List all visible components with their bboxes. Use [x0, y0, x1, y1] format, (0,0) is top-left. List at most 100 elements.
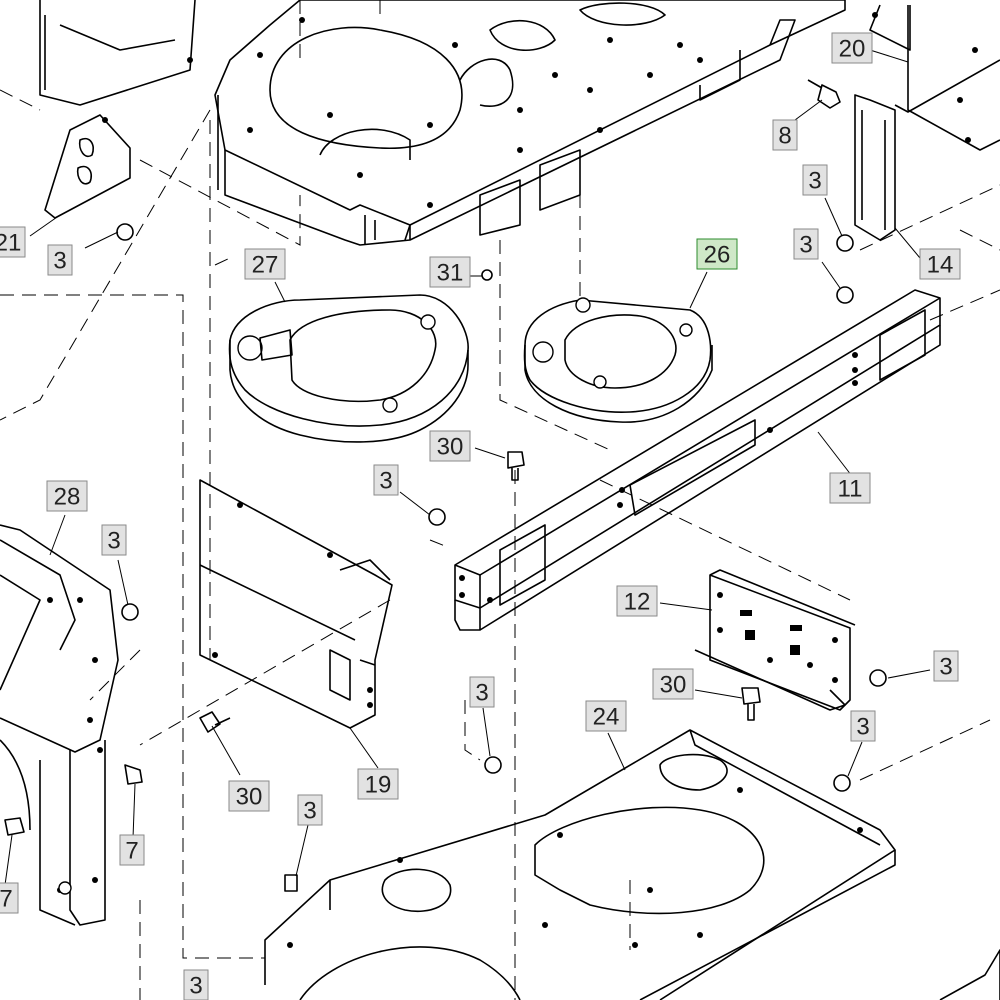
part-26-bearing-plate — [523, 297, 713, 423]
callout-label: 3 — [53, 248, 66, 275]
callout-box — [616, 585, 658, 617]
callout-8: 8 — [772, 119, 798, 151]
partial-bracket-bottom-right — [939, 949, 1000, 1000]
callout-label: 30 — [437, 434, 464, 461]
callout-label: 3 — [475, 680, 488, 707]
callout-label: 31 — [437, 260, 464, 287]
callout-label: 3 — [303, 798, 316, 825]
callout-28: 28 — [46, 480, 88, 512]
callout-3: 3 — [297, 794, 323, 826]
leader-lines — [4, 49, 931, 886]
callout-30: 30 — [228, 780, 270, 812]
callout-box — [101, 524, 127, 556]
nut-3-icon — [833, 774, 851, 792]
callout-box — [0, 882, 19, 914]
callout-label: 12 — [624, 589, 651, 616]
callout-3: 3 — [101, 524, 127, 556]
callout-3: 3 — [850, 710, 876, 742]
callout-label: 3 — [856, 714, 869, 741]
callout-3: 3 — [933, 650, 959, 682]
nut-3-icon — [428, 508, 446, 526]
nut-3-icon — [836, 286, 854, 304]
callout-label: 11 — [838, 476, 863, 503]
callout-26: 26 — [696, 238, 738, 270]
callout-label: 14 — [927, 252, 954, 279]
callout-3: 3 — [373, 464, 399, 496]
callout-label: 3 — [379, 468, 392, 495]
callout-label: 7 — [125, 838, 138, 865]
callout-12: 12 — [616, 585, 658, 617]
nut-3-icon — [484, 756, 502, 774]
callout-label: 27 — [252, 252, 279, 279]
callout-box — [429, 256, 471, 288]
callout-7: 7 — [0, 882, 19, 914]
nut-3-icon — [116, 223, 134, 241]
callout-label: 3 — [939, 654, 952, 681]
callout-label: 3 — [799, 232, 812, 259]
fasteners — [4, 79, 887, 892]
callout-label: 20 — [839, 36, 866, 63]
callout-box — [228, 780, 270, 812]
callout-box — [0, 226, 26, 258]
callout-box — [850, 710, 876, 742]
callout-label: 24 — [593, 704, 620, 731]
part-12-bracket — [694, 569, 856, 711]
main-chassis-plate — [39, 0, 1000, 246]
bolt-30-icon — [507, 451, 525, 481]
callout-3: 3 — [47, 244, 73, 276]
part-19-side-panel — [199, 479, 393, 729]
callout-box — [919, 248, 961, 280]
callout-box — [829, 472, 871, 504]
callout-30: 30 — [429, 430, 471, 462]
callout-20: 20 — [831, 32, 873, 64]
nut-3-icon — [869, 669, 887, 687]
callout-label: 30 — [660, 672, 687, 699]
callout-7: 7 — [119, 834, 145, 866]
callout-box — [183, 969, 209, 1000]
callout-label: 19 — [365, 772, 392, 799]
part-27-bearing-plate — [228, 294, 469, 443]
nut-3-icon — [836, 234, 854, 252]
screw-31-icon — [481, 269, 493, 281]
callout-box — [772, 119, 798, 151]
callout-box — [933, 650, 959, 682]
callout-label: 28 — [54, 484, 81, 511]
callout-27: 27 — [244, 248, 286, 280]
callout-3: 3 — [183, 969, 209, 1000]
callout-box — [429, 430, 471, 462]
callout-label: 7 — [0, 886, 13, 913]
callout-box — [47, 244, 73, 276]
callout-box — [802, 164, 828, 196]
callout-box — [793, 228, 819, 260]
callout-3: 3 — [802, 164, 828, 196]
bolt-30-icon — [741, 687, 761, 721]
callout-box — [696, 238, 738, 270]
nut-3-icon — [121, 603, 139, 621]
callout-label: 3 — [189, 973, 202, 1000]
callout-box — [373, 464, 399, 496]
callout-box — [119, 834, 145, 866]
callout-14: 14 — [919, 248, 961, 280]
callout-label: 3 — [808, 168, 821, 195]
callout-31: 31 — [429, 256, 471, 288]
callout-label: 30 — [236, 784, 263, 811]
callout-box — [585, 700, 627, 732]
callout-label: 3 — [107, 528, 120, 555]
callout-label: 8 — [778, 123, 791, 150]
bolt-7-icon — [124, 764, 143, 785]
callout-19: 19 — [357, 768, 399, 800]
callout-21: 21 — [0, 226, 26, 258]
callout-box — [244, 248, 286, 280]
callout-3: 3 — [793, 228, 819, 260]
callout-box — [831, 32, 873, 64]
bolt-7-icon — [4, 817, 25, 836]
callout-box — [357, 768, 399, 800]
callout-3: 3 — [469, 676, 495, 708]
callout-24: 24 — [585, 700, 627, 732]
callout-30: 30 — [652, 668, 694, 700]
callout-box — [297, 794, 323, 826]
